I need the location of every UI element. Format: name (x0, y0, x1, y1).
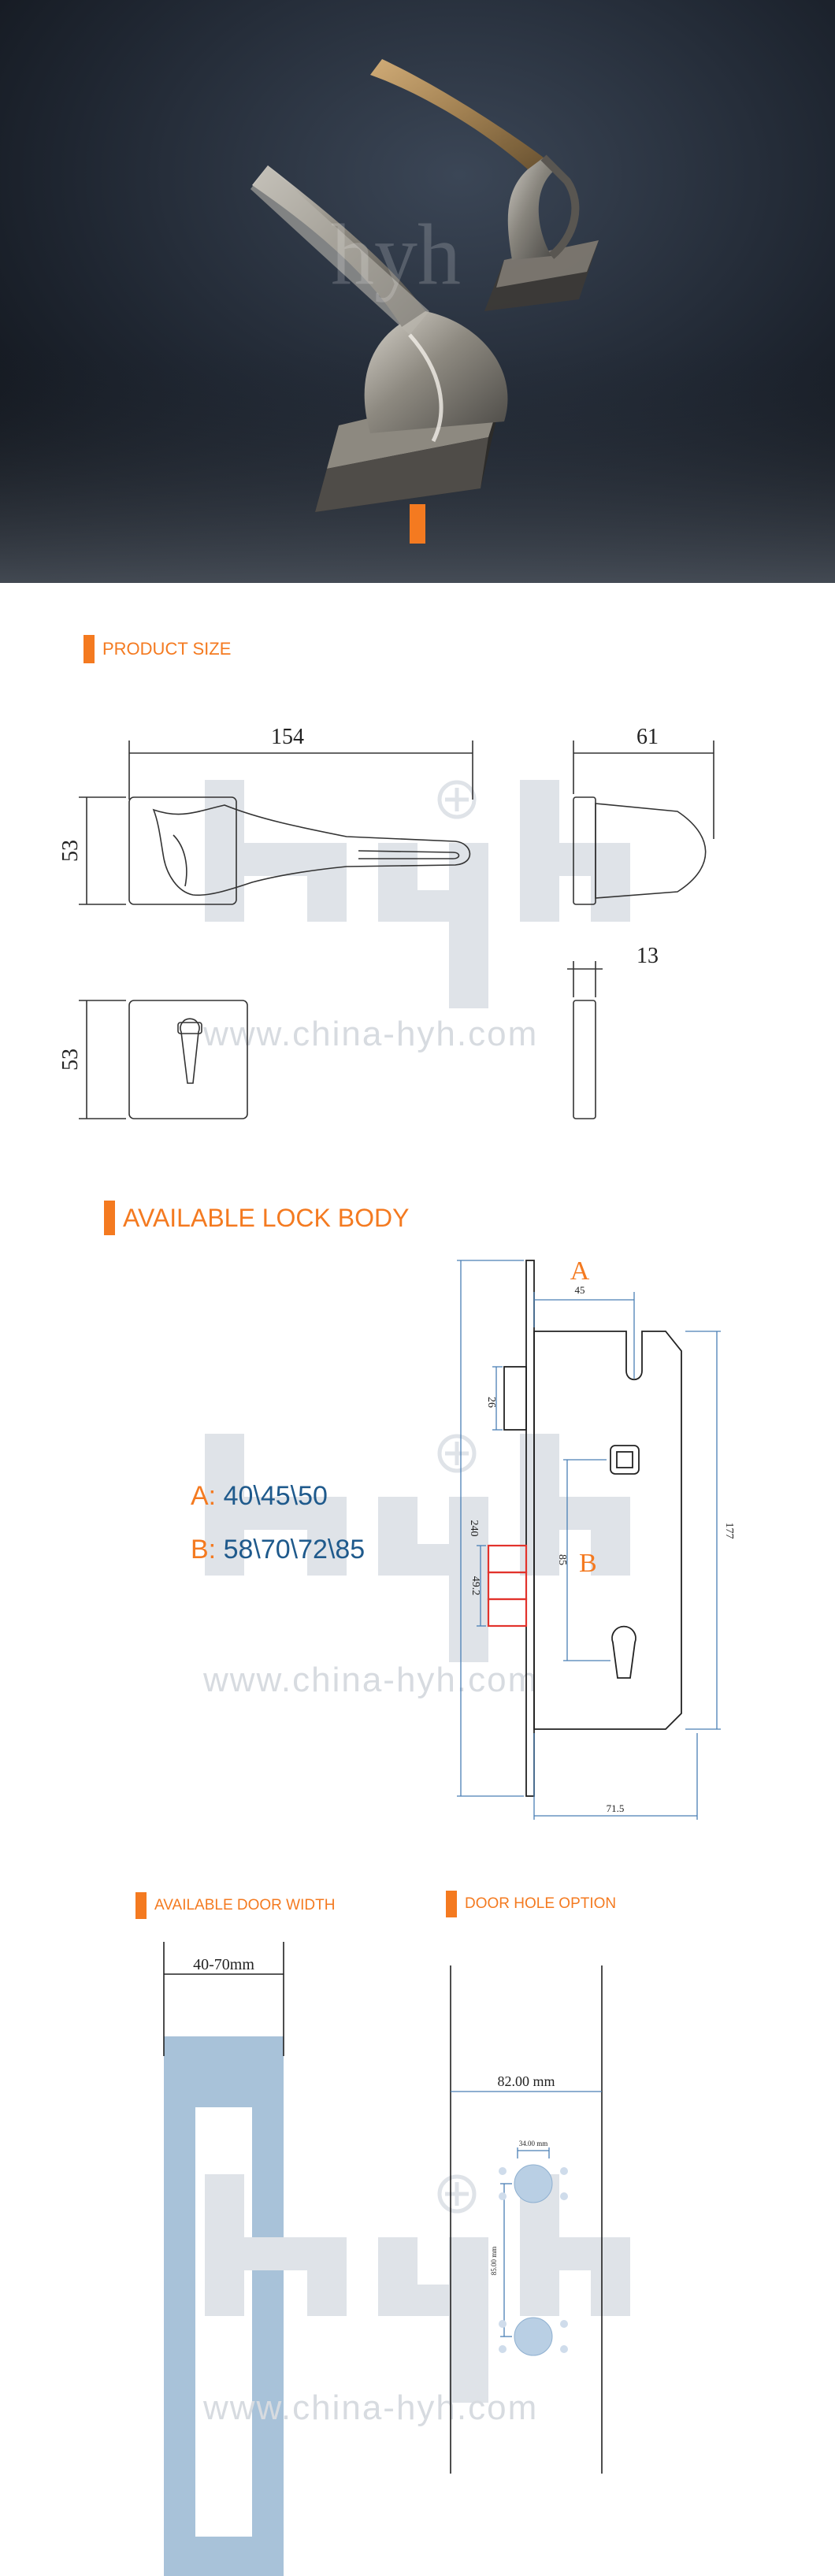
spec-b-key: B: (191, 1535, 217, 1565)
dim-faceplate: 240 (468, 1520, 480, 1537)
dim-latch: 26 (485, 1397, 497, 1408)
product-size-drawing: 154 61 13 53 53 (58, 725, 714, 1119)
dim-center: 85 (556, 1554, 568, 1565)
door-hole-drawing: 82.00 mm 34.00 mm 85.00 mm (450, 1965, 603, 2474)
dim-length: 154 (271, 725, 304, 749)
hero-watermark: hyh (331, 206, 461, 303)
spec-a-key: A: (191, 1481, 217, 1511)
dim-rose-thickness: 13 (636, 944, 659, 968)
spec-a-value: 40\45\50 (223, 1481, 328, 1511)
product-size-heading: PRODUCT SIZE (84, 635, 231, 663)
door-hole-heading: DOOR HOLE OPTION (446, 1891, 616, 1917)
marker-b: B (579, 1549, 597, 1578)
door-hole-label: DOOR HOLE OPTION (465, 1895, 617, 1912)
door-width-heading: AVAILABLE DOOR WIDTH (135, 1892, 335, 1919)
lock-body-watermark (197, 1410, 638, 1662)
bottom-watermark-url: www.china-hyh.com (203, 2389, 539, 2427)
door-hole-spacing: 85.00 mm (490, 2247, 498, 2276)
lock-body-label: AVAILABLE LOCK BODY (123, 1203, 410, 1232)
dim-height: 53 (58, 840, 83, 862)
door-hole-watermark (197, 2151, 638, 2403)
spec-b-value: 58\70\72\85 (223, 1535, 366, 1565)
hero-accent-bar (410, 504, 425, 544)
dim-backset: 45 (575, 1284, 585, 1296)
dim-deadbolt: 49.2 (469, 1576, 481, 1596)
product-size-label: PRODUCT SIZE (102, 639, 232, 659)
door-hole-width: 82.00 mm (497, 2073, 555, 2089)
dim-body-width: 71.5 (607, 1802, 625, 1814)
spec-a: A: 40\45\50 (191, 1481, 328, 1512)
product-size-watermark (197, 756, 638, 1008)
lock-body-watermark-url: www.china-hyh.com (203, 1661, 539, 1699)
marker-a: A (570, 1256, 590, 1286)
lock-body-drawing: 45 26 240 85 49.2 177 71.5 A B (457, 1256, 735, 1820)
door-hole-dia: 34.00 mm (519, 2140, 548, 2147)
dim-body-height: 177 (723, 1523, 735, 1539)
lock-body-heading: AVAILABLE LOCK BODY (104, 1201, 409, 1235)
dim-rose-height: 53 (58, 1049, 83, 1071)
back-handle (370, 59, 599, 311)
front-handle (250, 165, 508, 512)
door-width-range: 40-70mm (193, 1956, 254, 1973)
product-size-watermark-url: www.china-hyh.com (203, 1015, 539, 1053)
spec-b: B: 58\70\72\85 (191, 1535, 365, 1565)
door-width-label: AVAILABLE DOOR WIDTH (154, 1897, 336, 1913)
hero-photo-illustration: hyh (0, 0, 835, 583)
hero-photo: hyh (0, 0, 835, 583)
dim-depth: 61 (636, 725, 659, 749)
